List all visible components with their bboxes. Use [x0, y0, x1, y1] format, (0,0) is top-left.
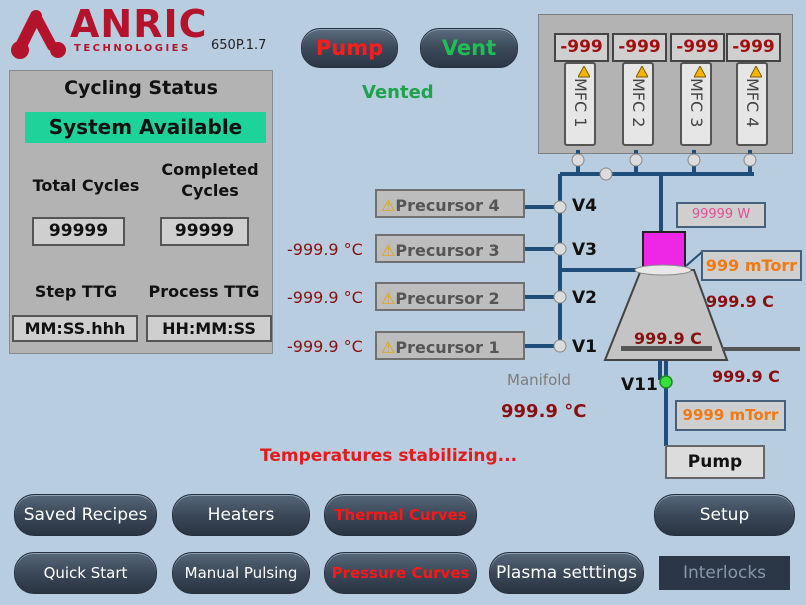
plasma-power-readout: 99999 W	[676, 202, 766, 228]
valve-v2[interactable]: V2	[572, 288, 597, 308]
plasma-source	[642, 231, 686, 269]
mfc-3-label: MFC 3	[687, 78, 706, 128]
chamber-pressure-readout: 999 mTorr	[701, 250, 802, 281]
mfc-2-label: MFC 2	[629, 78, 648, 128]
anric-logo-icon	[11, 10, 66, 59]
precursor-2-button[interactable]: ⚠Precursor 2	[375, 282, 525, 311]
mfc-2-reading: -999	[612, 33, 667, 62]
chamber-wall-temp: 999.9 C	[706, 292, 774, 311]
pump-indicator: Pump	[665, 445, 765, 479]
system-state-text: Vented	[362, 82, 434, 103]
stage-temp: 999.9 C	[634, 329, 702, 348]
total-cycles-value: 99999	[32, 217, 125, 246]
precursor-3-button[interactable]: ⚠Precursor 3	[375, 234, 525, 263]
mfc-4-warning-icon	[750, 66, 762, 78]
setup-button[interactable]: Setup	[654, 494, 795, 536]
valve-v4[interactable]: V4	[572, 196, 597, 216]
mfc-3-reading: -999	[670, 33, 725, 62]
vent-button[interactable]: Vent	[420, 28, 518, 68]
mfc-4-label: MFC 4	[743, 78, 762, 128]
completed-cycles-value: 99999	[160, 217, 249, 246]
pressure-curves-button[interactable]: Pressure Curves	[324, 552, 477, 594]
precursor-3-temp: -999.9 °C	[287, 240, 363, 259]
lower-temp: 999.9 C	[712, 367, 780, 386]
heaters-button[interactable]: Heaters	[172, 494, 310, 536]
thermal-curves-button[interactable]: Thermal Curves	[324, 494, 477, 536]
valve-v1[interactable]: V1	[572, 337, 597, 357]
saved-recipes-button[interactable]: Saved Recipes	[14, 494, 157, 536]
manifold-label: Manifold	[507, 371, 571, 389]
plasma-settings-button[interactable]: Plasma setttings	[489, 552, 644, 594]
warning-icon: ⚠	[381, 338, 396, 357]
completed-cycles-label: Completed Cycles	[161, 160, 259, 200]
valve-v3[interactable]: V3	[572, 240, 597, 260]
mfc-2-warning-icon	[636, 66, 648, 78]
mfc-1-label: MFC 1	[571, 78, 590, 128]
manual-pulsing-button[interactable]: Manual Pulsing	[172, 552, 310, 594]
brand-name: ANRIC	[70, 2, 208, 46]
warning-icon: ⚠	[381, 289, 396, 308]
brand-tagline: TECHNOLOGIES	[74, 43, 191, 54]
interlocks-button[interactable]: Interlocks	[659, 556, 790, 590]
step-ttg-label: Step TTG	[34, 282, 118, 301]
version-label: 650P.1.7	[211, 38, 267, 53]
mfc-1-reading: -999	[554, 33, 609, 62]
cycling-status-title: Cycling Status	[64, 77, 218, 99]
step-ttg-value: MM:SS.hhh	[12, 315, 138, 342]
warning-icon: ⚠	[381, 241, 396, 260]
foreline-pressure-readout: 9999 mTorr	[675, 400, 786, 431]
precursor-2-temp: -999.9 °C	[287, 288, 363, 307]
cycling-status-panel: Cycling Status System Available Total Cy…	[9, 70, 273, 354]
quick-start-button[interactable]: Quick Start	[14, 552, 157, 594]
system-status-badge: System Available	[25, 112, 266, 143]
status-message: Temperatures stabilizing...	[260, 446, 518, 466]
v11-valve-indicator	[659, 375, 673, 389]
precursor-1-temp: -999.9 °C	[287, 337, 363, 356]
total-cycles-label: Total Cycles	[32, 176, 140, 195]
precursor-1-button[interactable]: ⚠Precursor 1	[375, 331, 525, 360]
mfc-4-reading: -999	[726, 33, 781, 62]
process-ttg-value: HH:MM:SS	[146, 315, 272, 342]
precursor-4-button[interactable]: ⚠Precursor 4	[375, 189, 525, 218]
manifold-temp: 999.9 °C	[501, 401, 587, 422]
mfc-3-warning-icon	[694, 66, 706, 78]
warning-icon: ⚠	[381, 196, 396, 215]
pump-button[interactable]: Pump	[301, 28, 398, 68]
mfc-1-warning-icon	[578, 66, 590, 78]
valve-v11[interactable]: V11	[621, 375, 658, 395]
process-ttg-label: Process TTG	[148, 282, 260, 301]
